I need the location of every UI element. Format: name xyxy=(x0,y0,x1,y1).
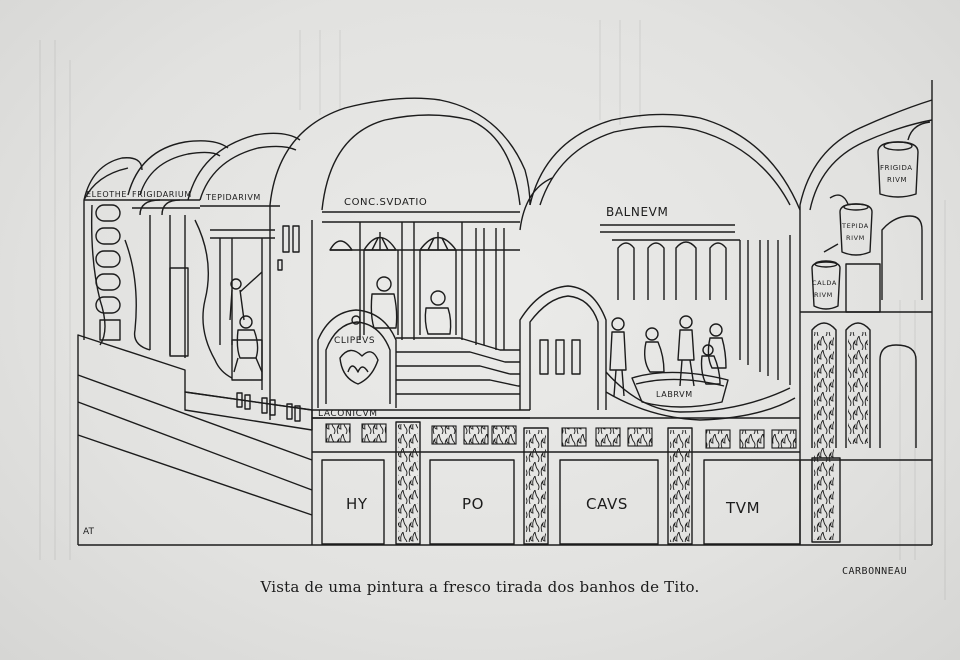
hypocaustum-word-1: HY xyxy=(346,495,368,513)
hypocaustum-word-2: PO xyxy=(462,495,484,513)
label-conc-sudatio: CONC.SVDATIO xyxy=(344,197,427,208)
engraver-signature: CARBONNEAU xyxy=(842,566,908,577)
label-eleothesium: ELEOTHE xyxy=(86,190,127,199)
label-caldarium-vessel-1: CALDA xyxy=(812,279,837,287)
room-eleothesium xyxy=(83,157,143,346)
label-tepidarium: TEPIDARIVM xyxy=(205,193,261,202)
label-clipeus: CLIPEVS xyxy=(334,336,375,346)
hypocaustum-word-4: TVM xyxy=(725,499,760,517)
label-frigidarium: FRIGIDARIUM xyxy=(132,190,192,199)
label-tepidarium-vessel-1: TEPIDA xyxy=(841,222,869,230)
label-tepidarium-vessel-2: RIVM xyxy=(846,234,865,242)
label-caldarium-vessel-2: RIVM xyxy=(814,291,833,299)
hypocaustum-word-3: CAVS xyxy=(586,495,628,513)
plate-labels: ELEOTHE FRIGIDARIUM TEPIDARIVM CONC.SVDA… xyxy=(86,164,913,517)
label-frigidarium-vessel-1: FRIGIDA xyxy=(880,164,913,172)
room-frigidarium xyxy=(124,140,229,358)
artist-initials: AT xyxy=(83,527,94,537)
label-labrum: LABRVM xyxy=(656,390,693,399)
room-balneum xyxy=(519,113,801,421)
room-vessels xyxy=(799,80,933,545)
room-tepidarium xyxy=(187,132,301,390)
room-concamerata-sudatio xyxy=(269,97,531,545)
label-laconicum: LACONICVM xyxy=(318,409,378,419)
label-frigidarium-vessel-2: RIVM xyxy=(887,176,907,184)
hypocaust-fires xyxy=(326,332,868,542)
street-perspective xyxy=(77,334,313,546)
figure-caption: Vista de uma pintura a fresco tirada dos… xyxy=(260,578,700,596)
label-balneum: BALNEVM xyxy=(606,205,668,219)
